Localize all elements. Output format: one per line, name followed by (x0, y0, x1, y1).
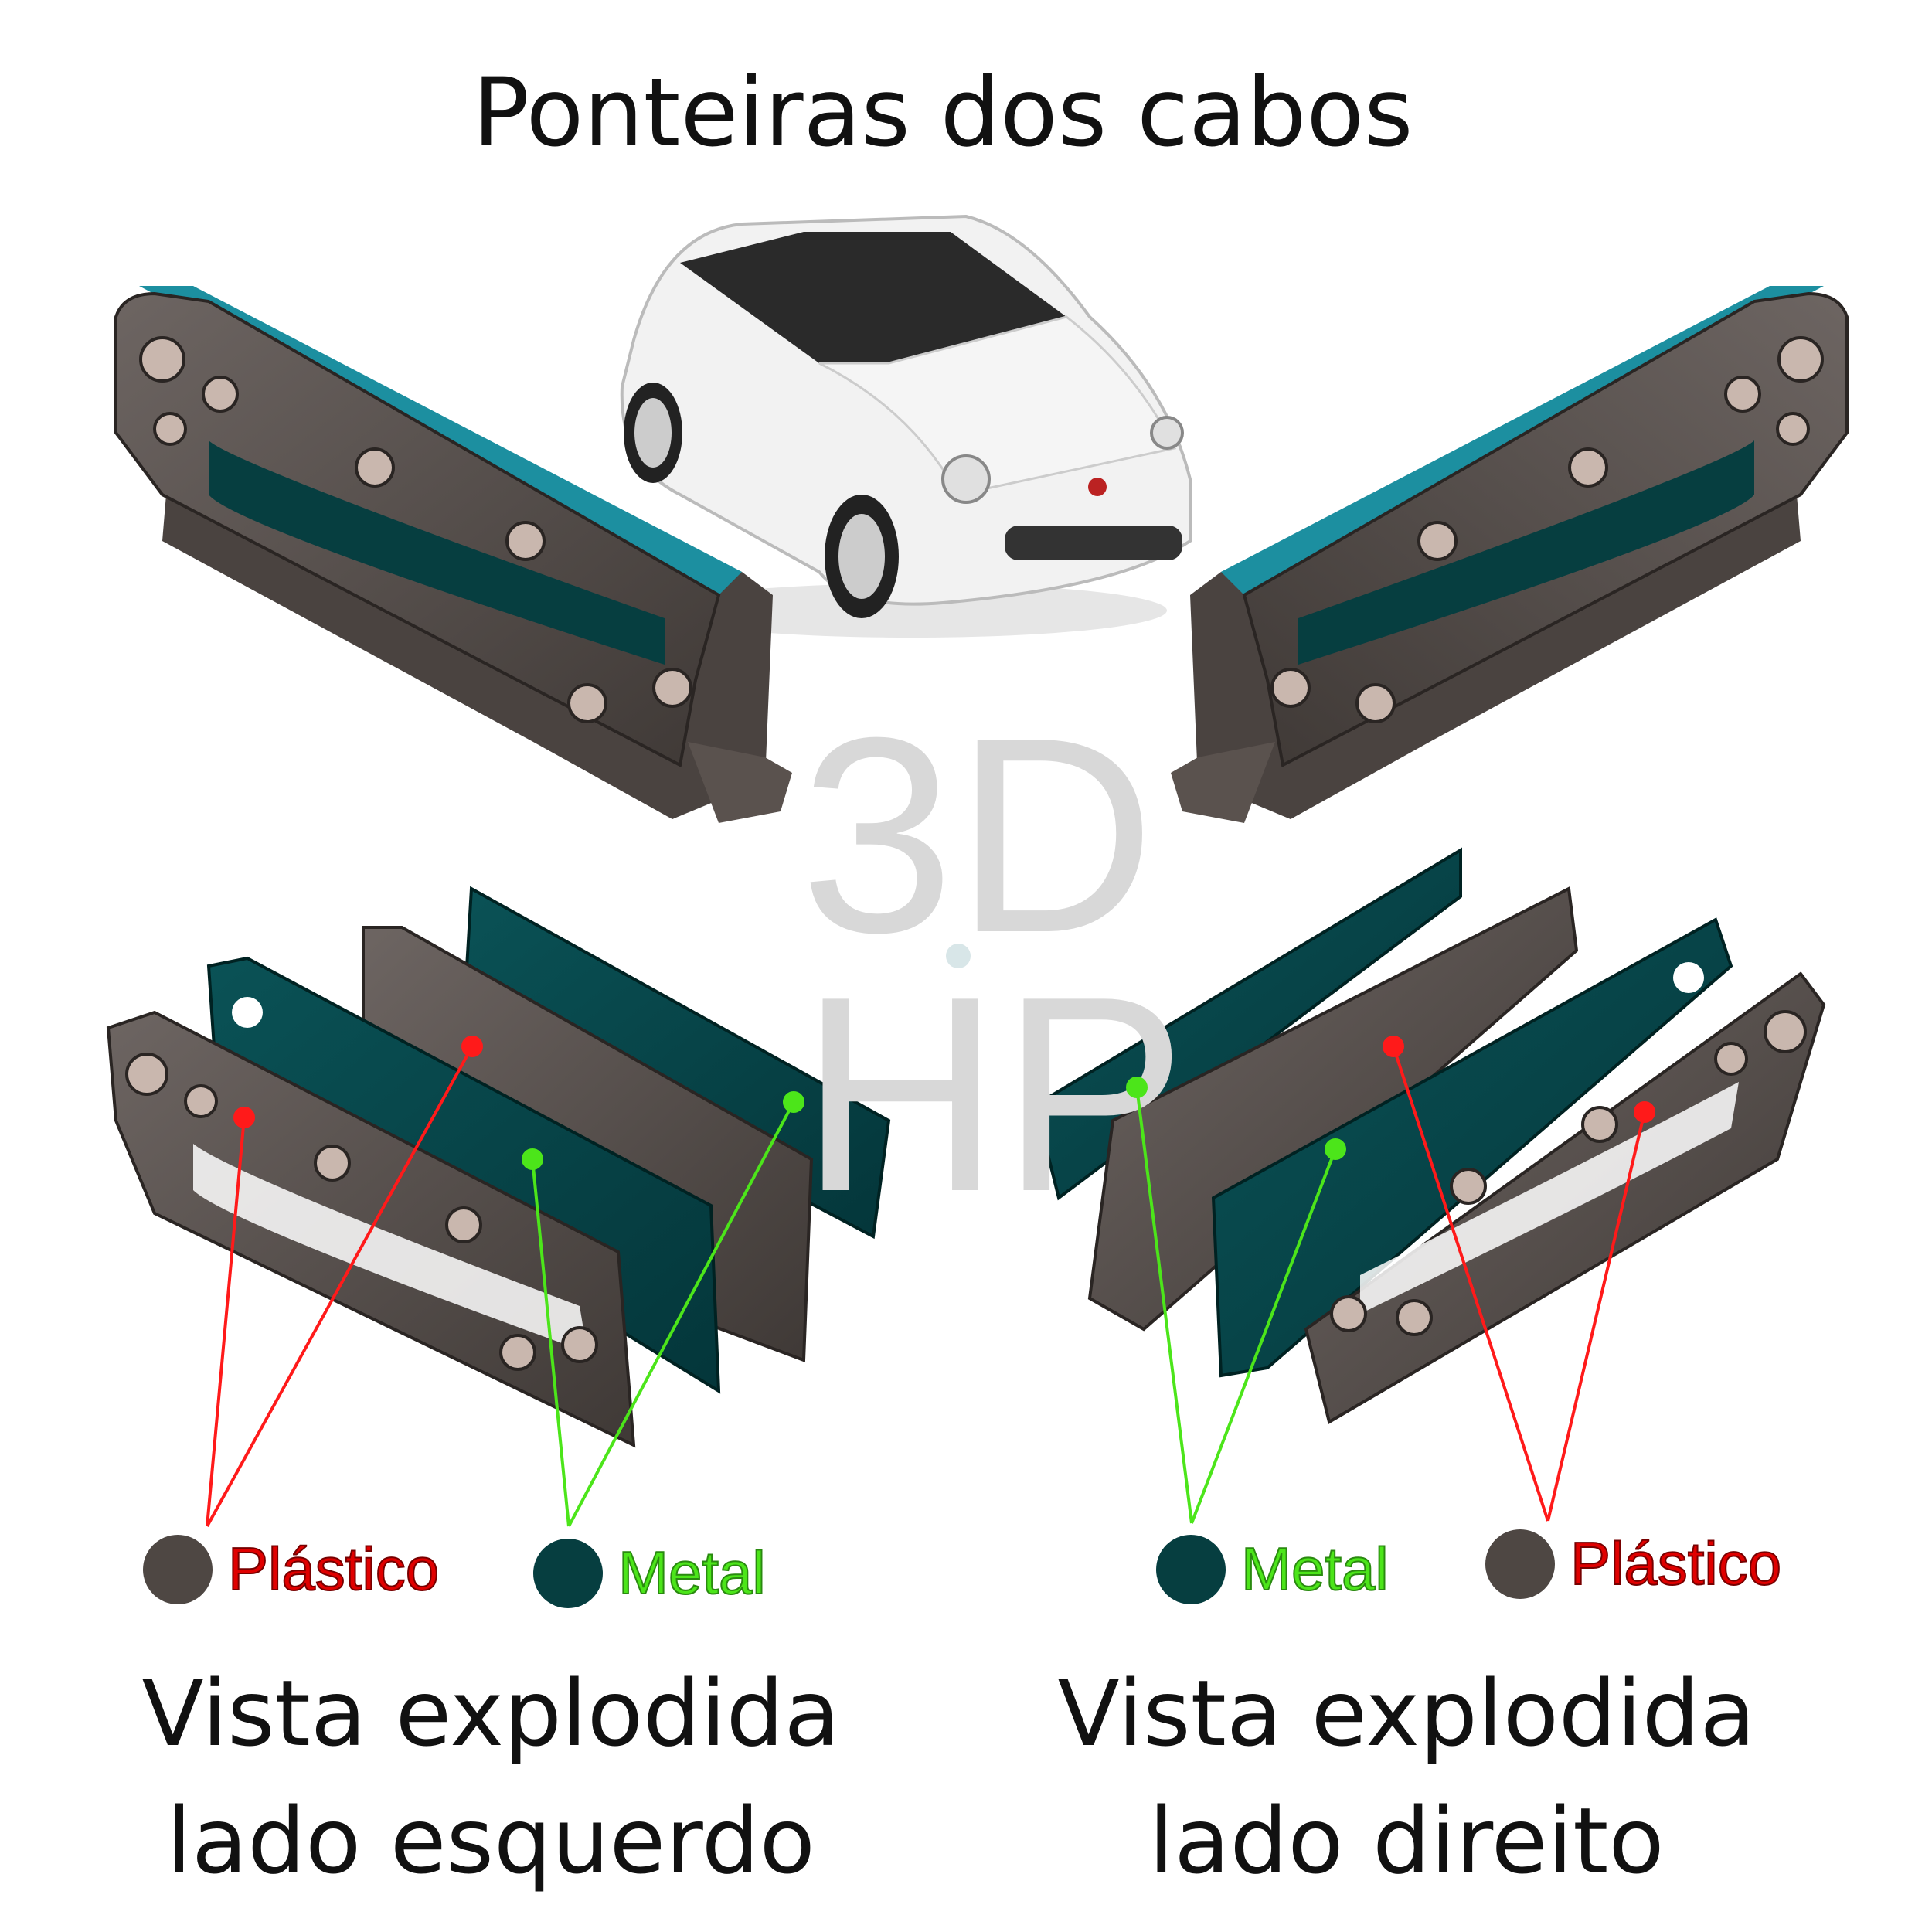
page-title: Ponteiras dos cabos (472, 58, 1413, 168)
watermark-logo: 3D HP (800, 680, 1186, 1250)
assembled-part-left (114, 286, 792, 823)
caption-line2: lado direito (1148, 1787, 1665, 1894)
exploded-part-left (106, 886, 891, 1448)
watermark-hp: HP (800, 939, 1186, 1250)
caption-left: Vista explodida lado esquerdo (66, 1650, 916, 1905)
legend-label: Metal (617, 1538, 767, 1607)
plastic-swatch (143, 1534, 213, 1604)
metal-swatch (533, 1538, 603, 1608)
watermark-3d: 3D (800, 680, 1155, 991)
legend-plastic-right: Plástico (1485, 1529, 1782, 1599)
assembled-part-right (1171, 286, 1849, 823)
legend-metal-right: Metal (1156, 1534, 1389, 1604)
legend-label: Plástico (227, 1534, 440, 1604)
car-image (620, 214, 1192, 638)
legend-metal-left: Metal (533, 1538, 767, 1608)
legend-plastic-left: Plástico (143, 1534, 440, 1604)
leader-lines (206, 1036, 1655, 1527)
caption-line1: Vista explodida (141, 1660, 840, 1767)
legend-label: Metal (1240, 1534, 1389, 1604)
plastic-swatch (1485, 1529, 1555, 1599)
exploded-part-right (1033, 847, 1826, 1425)
legend-label: Plástico (1570, 1529, 1782, 1598)
caption-right: Vista explodida lado direito (981, 1650, 1832, 1905)
metal-swatch (1156, 1534, 1226, 1604)
caption-line1: Vista explodida (1057, 1660, 1756, 1767)
caption-line2: lado esquerdo (166, 1787, 815, 1894)
